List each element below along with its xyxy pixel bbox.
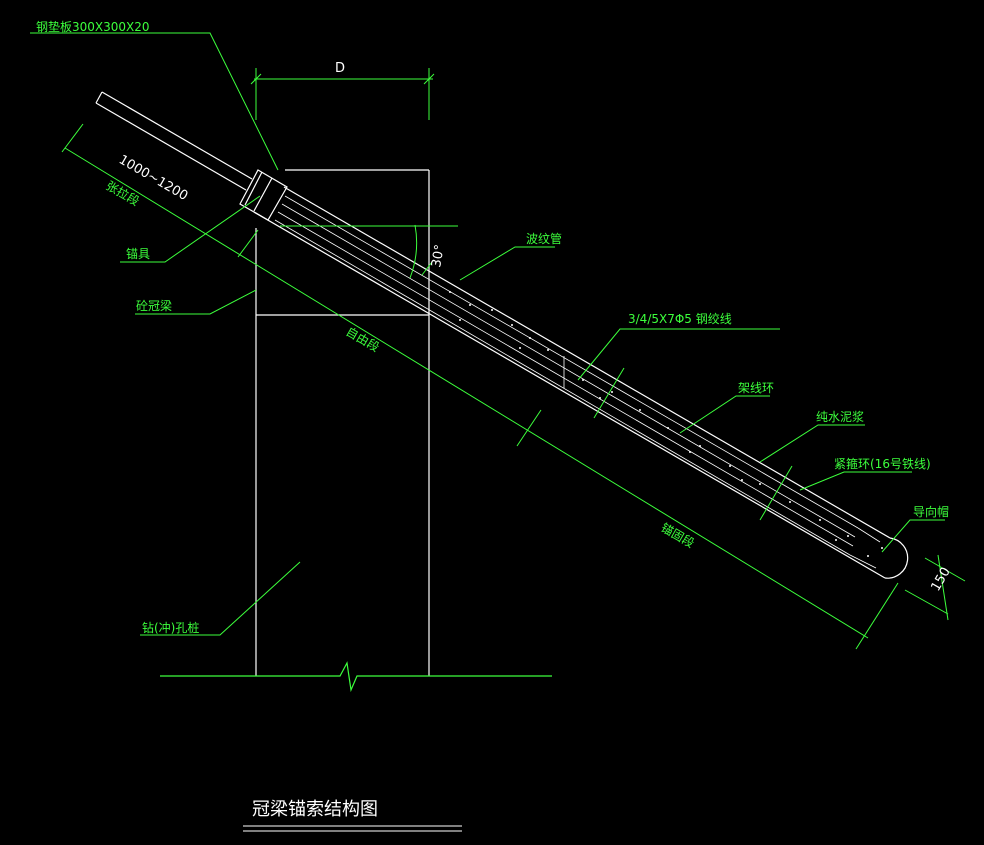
label-bored-pile: 钻(冲)孔桩 <box>142 620 199 635</box>
dim-width: D <box>335 61 345 76</box>
grout-dots <box>449 291 883 557</box>
label-free-section: 自由段 <box>344 324 383 355</box>
strand-lines <box>274 195 881 569</box>
label-cement-grout: 纯水泥浆 <box>816 409 864 424</box>
label-tension-section: 张拉段 <box>104 178 143 209</box>
drawing-title: 冠梁锚索结构图 <box>252 799 378 820</box>
label-spacer-ring: 架线环 <box>738 381 774 395</box>
label-anchorage: 锚具 <box>126 246 150 261</box>
pile-outline <box>255 169 430 676</box>
label-corrugated-pipe: 波纹管 <box>526 231 562 246</box>
dim-angle: 30° <box>429 243 448 268</box>
anchor-plate <box>239 169 288 221</box>
label-tie-ring: 紧箍环(16号铁线) <box>834 456 931 471</box>
anchor-body <box>95 91 909 579</box>
label-guide-cap: 导向帽 <box>913 504 949 519</box>
label-steel-plate: 钢垫板300X300X20 <box>36 19 150 34</box>
label-strand: 3/4/5X7Φ5 钢绞线 <box>628 311 732 326</box>
ground-line <box>160 661 552 693</box>
label-anchor-section: 锚固段 <box>659 520 698 551</box>
title-underline <box>243 825 462 832</box>
dimension-lines <box>30 32 966 650</box>
dim-end-length: 150 <box>928 565 953 594</box>
label-crown-beam: 砼冠梁 <box>136 298 172 313</box>
